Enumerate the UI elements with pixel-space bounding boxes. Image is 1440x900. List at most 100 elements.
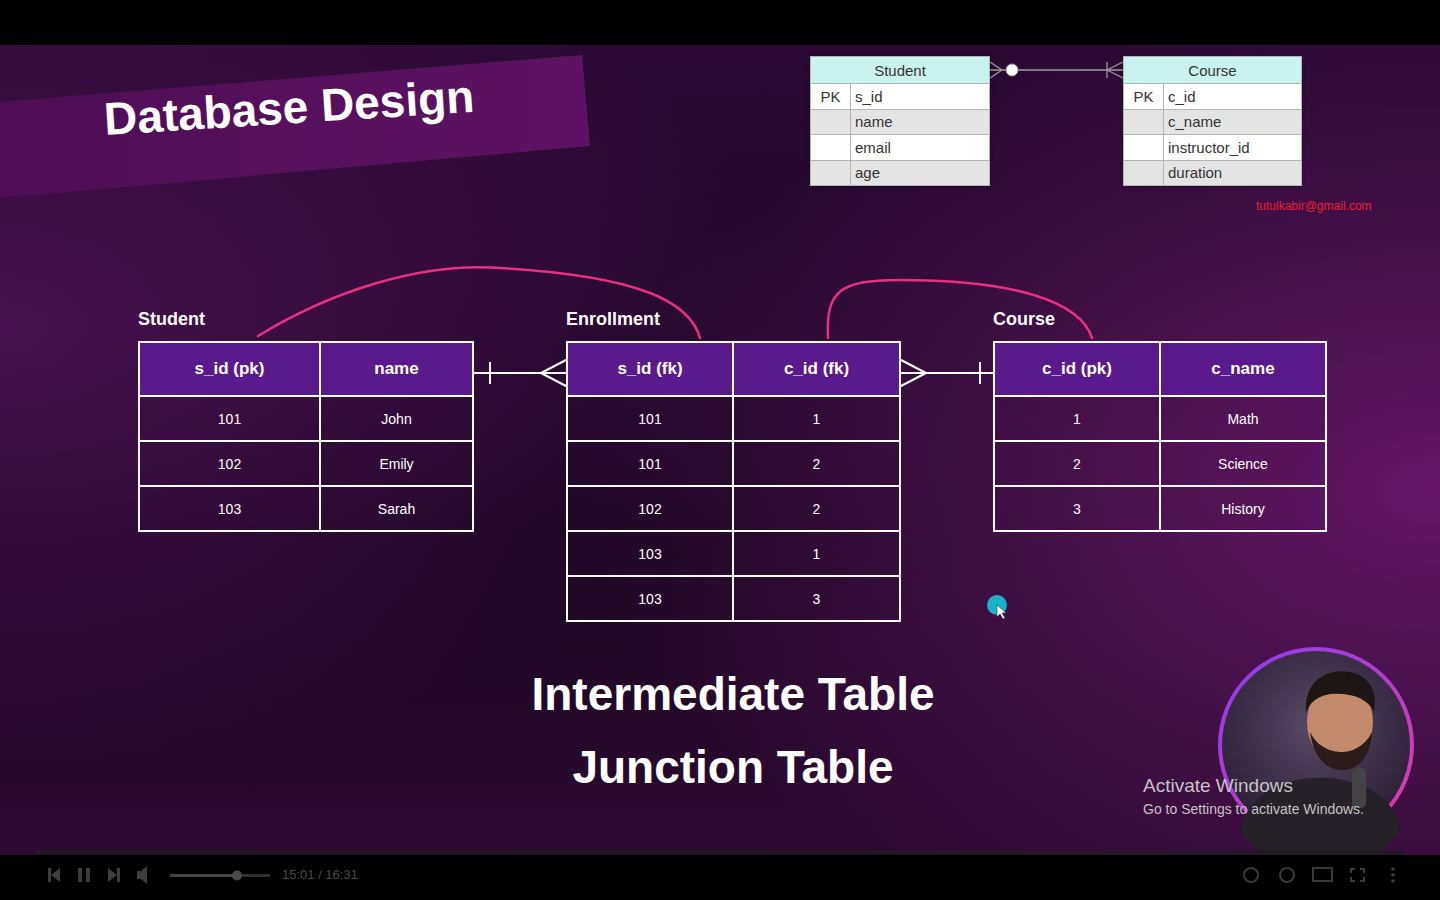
cell-value: History xyxy=(1221,501,1265,517)
entity-header-row: Course xyxy=(1124,57,1302,84)
entity-box: CoursePKc_id c_name instructor_id duration xyxy=(1123,56,1302,186)
column-header-cell: s_id (pk) xyxy=(139,342,320,396)
top-bar xyxy=(0,0,1440,45)
column-header-cell: c_name xyxy=(1160,342,1326,396)
webcam-overlay xyxy=(1220,649,1412,873)
header-row: s_id (fk)c_id (fk) xyxy=(567,342,900,396)
data-row: 1Math xyxy=(994,396,1326,441)
cell-value: 103 xyxy=(218,501,241,517)
key-cell xyxy=(811,109,851,135)
table-cell: 101 xyxy=(567,396,733,441)
fullscreen-icon xyxy=(1350,868,1365,882)
cell-value: 1 xyxy=(813,546,821,562)
cell-value: 1 xyxy=(1073,411,1081,427)
table-cell: History xyxy=(1160,486,1326,531)
os-watermark: Go to Settings to activate Windows. xyxy=(1143,801,1364,817)
slide-ground xyxy=(0,45,1440,855)
entity-table: StudentPK s_idnameemailage xyxy=(810,56,990,186)
key-cell: PK xyxy=(1124,84,1164,110)
attribute-name: c_id xyxy=(1168,88,1196,105)
table-cell: John xyxy=(320,396,473,441)
attribute-name: duration xyxy=(1168,164,1222,181)
cell-value: 102 xyxy=(638,501,661,517)
one-bar xyxy=(1106,62,1107,78)
presenter-hair xyxy=(1306,671,1375,712)
entity-name-cell: Student xyxy=(811,57,990,84)
watermark-email: tutulkabir@gmail.com xyxy=(1256,199,1372,213)
volume-track xyxy=(170,874,270,877)
key-cell xyxy=(1124,160,1164,186)
cell-value: 2 xyxy=(1073,456,1081,472)
data-table: s_id (fk)c_id (fk)10111012102210311033 xyxy=(566,341,901,622)
attribute-cell: instructor_id xyxy=(1164,135,1302,161)
cell-value: 3 xyxy=(1073,501,1081,517)
one-bar xyxy=(489,362,491,384)
attribute-cell: c_id xyxy=(1164,84,1302,110)
slide-caption: Junction Table xyxy=(383,740,1083,794)
attribute-cell: name xyxy=(851,109,990,135)
table-cell: 103 xyxy=(139,486,320,531)
data-row: 2 Science xyxy=(994,441,1326,486)
entity-name: Student xyxy=(874,62,926,79)
attribute-name: s_id xyxy=(855,88,883,105)
data-row: 103 1 xyxy=(567,531,900,576)
cell-value: Science xyxy=(1218,456,1268,472)
key-cell xyxy=(811,135,851,161)
attribute-cell: s_id xyxy=(851,84,990,110)
header-row: s_id (pk) name xyxy=(139,342,473,396)
crows-foot xyxy=(990,62,1002,78)
attribute-row: email xyxy=(811,135,990,161)
entity-box: StudentPK s_idnameemailage xyxy=(810,56,990,186)
column-header-cell: c_id (fk) xyxy=(733,342,900,396)
attribute-name: c_name xyxy=(1168,113,1221,130)
theater-icon xyxy=(1313,868,1332,881)
menu-dot xyxy=(1391,879,1395,883)
rewind-icon xyxy=(1244,868,1258,882)
data-row: 101John xyxy=(139,396,473,441)
menu-dot xyxy=(1391,873,1395,877)
cell-value: 103 xyxy=(638,546,661,562)
column-header-cell: name xyxy=(320,342,473,396)
volume-icon xyxy=(137,866,147,884)
forward-icon xyxy=(1280,868,1294,882)
table-cell: 101 xyxy=(139,396,320,441)
junction-table-node: Enrollments_id (fk)c_id (fk)101110121022… xyxy=(566,305,901,622)
table-cell: 102 xyxy=(567,486,733,531)
table-heading: Student xyxy=(138,305,474,341)
cell-value: Emily xyxy=(379,456,413,472)
header-row: c_id (pk) c_name xyxy=(994,342,1326,396)
cell-value: 102 xyxy=(218,456,241,472)
player-bar xyxy=(0,855,1440,900)
attribute-row: instructor_id xyxy=(1124,135,1302,161)
cell-value: 1 xyxy=(813,411,821,427)
table-cell: 101 xyxy=(567,441,733,486)
table-cell: 2 xyxy=(994,441,1160,486)
column-header-cell: c_id (pk) xyxy=(994,342,1160,396)
cell-value: 101 xyxy=(638,411,661,427)
table-heading: Course xyxy=(993,305,1327,341)
relationship-connector xyxy=(990,62,1123,78)
data-table-node: Student s_id (pk) name101John 102 Emily 103Sa… xyxy=(138,305,474,532)
relationship-connector xyxy=(901,360,993,386)
table-cell: 2 xyxy=(733,441,900,486)
data-table-node: Course c_id (pk) c_name 1Math 2 Science 3 Histo… xyxy=(993,305,1327,532)
column-name: c_id (pk) xyxy=(1042,359,1112,378)
crows-foot xyxy=(541,360,566,386)
pause-icon xyxy=(78,868,90,882)
key-marker: PK xyxy=(820,88,840,105)
column-name: c_id (fk) xyxy=(784,359,849,378)
column-name: s_id (pk) xyxy=(195,359,265,378)
data-row: 1022 xyxy=(567,486,900,531)
table-cell: 103 xyxy=(567,576,733,621)
title-band xyxy=(0,55,590,198)
volume-level xyxy=(170,874,236,877)
previous-icon xyxy=(48,868,60,882)
progress-track xyxy=(35,851,1405,854)
video-time: 15:01 / 16:31 xyxy=(282,867,358,882)
entity-header-row: Student xyxy=(811,57,990,84)
table-cell: 3 xyxy=(733,576,900,621)
attribute-row: age xyxy=(811,160,990,186)
data-row: 103Sarah xyxy=(139,486,473,531)
column-name: c_name xyxy=(1211,359,1274,378)
cell-value: 2 xyxy=(813,456,821,472)
